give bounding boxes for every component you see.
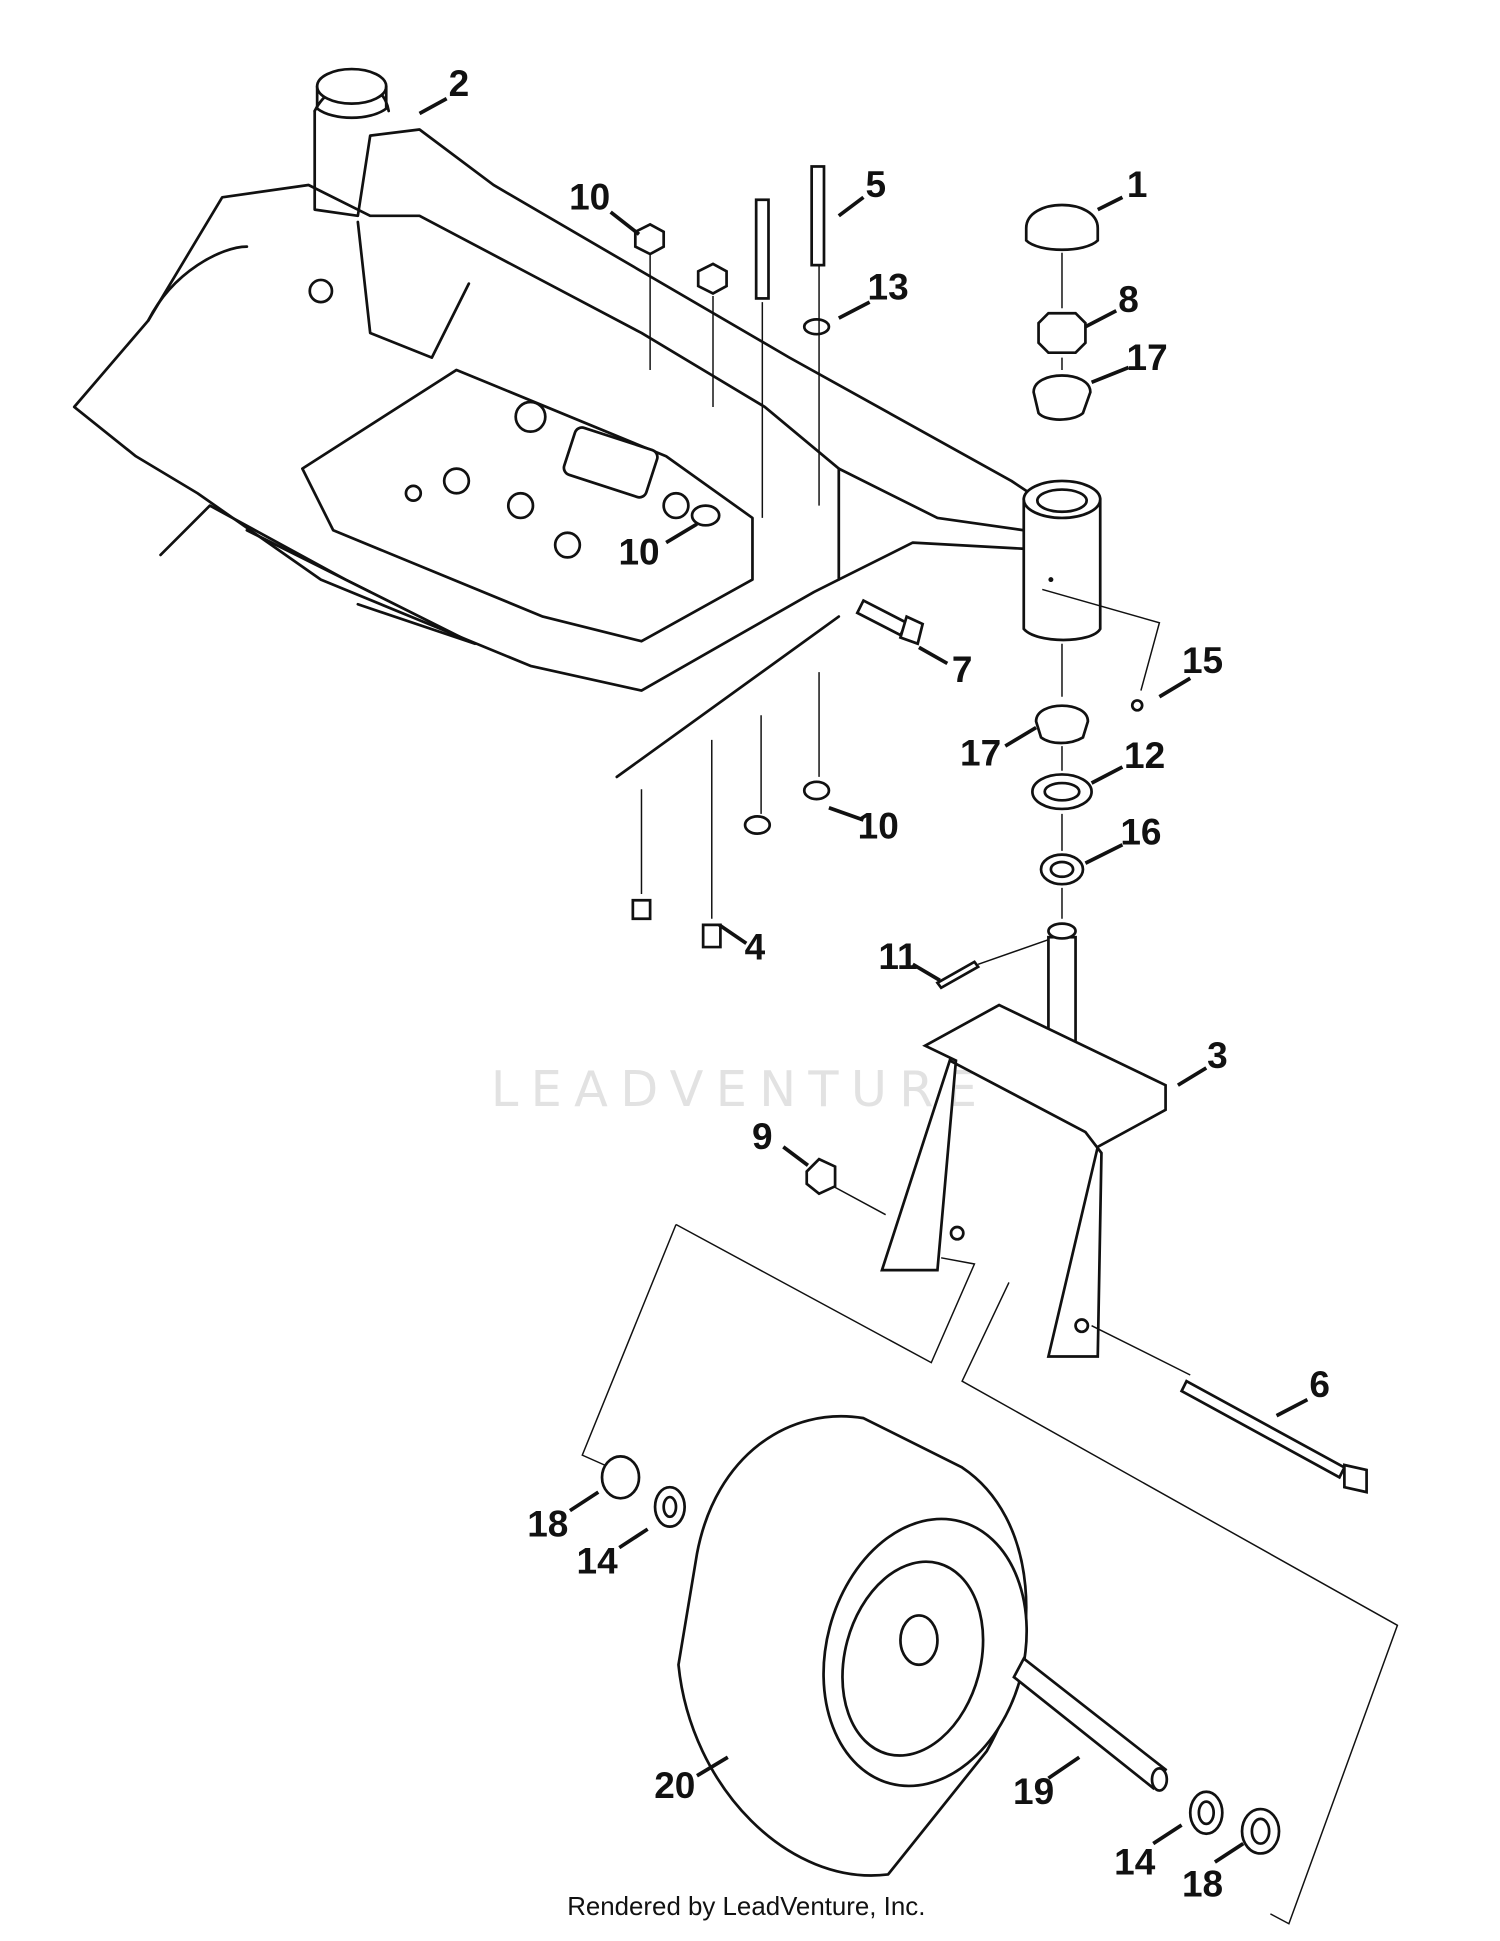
callout-17[interactable]: 17 xyxy=(960,733,1001,774)
callout-leader xyxy=(837,300,871,320)
frame-assembly xyxy=(72,67,1032,779)
callout-leader xyxy=(418,97,448,116)
callout-7[interactable]: 7 xyxy=(952,649,973,690)
callout-leader xyxy=(1084,309,1118,329)
callout-5[interactable]: 5 xyxy=(865,164,886,205)
callout-leader xyxy=(1158,676,1192,699)
callout-2[interactable]: 2 xyxy=(449,63,470,104)
callout-20[interactable]: 20 xyxy=(654,1765,695,1806)
callout-leader xyxy=(1152,1823,1183,1846)
callout-14[interactable]: 14 xyxy=(1114,1841,1156,1882)
callout-1[interactable]: 1 xyxy=(1127,164,1148,205)
callout-8[interactable]: 8 xyxy=(1118,279,1139,320)
wheel-assembly xyxy=(600,1414,1281,1877)
callout-10[interactable]: 10 xyxy=(858,805,899,846)
callout-3[interactable]: 3 xyxy=(1207,1035,1228,1076)
callout-leader xyxy=(568,1490,600,1513)
callout-17[interactable]: 17 xyxy=(1127,337,1168,378)
callout-10[interactable]: 10 xyxy=(618,532,659,573)
callout-4[interactable]: 4 xyxy=(745,926,766,967)
callout-6[interactable]: 6 xyxy=(1309,1364,1330,1405)
callout-18[interactable]: 18 xyxy=(527,1503,568,1544)
callout-leader xyxy=(911,962,941,982)
callout-leader xyxy=(837,195,865,218)
callout-19[interactable]: 19 xyxy=(1013,1771,1054,1812)
callout-leader xyxy=(665,522,698,545)
footer-credit: Rendered by LeadVenture, Inc. xyxy=(567,1893,925,1921)
callout-leader xyxy=(618,1527,649,1550)
callout-leader xyxy=(718,923,748,945)
caster-fork xyxy=(581,922,1399,1925)
callout-11[interactable]: 11 xyxy=(878,936,917,977)
callout-leader xyxy=(918,645,949,666)
callout-15[interactable]: 15 xyxy=(1182,640,1223,681)
callout-leader xyxy=(828,805,865,822)
callout-leader xyxy=(1090,365,1130,384)
callout-leader xyxy=(696,1755,729,1778)
callout-leader xyxy=(1275,1397,1309,1418)
callout-12[interactable]: 12 xyxy=(1124,735,1165,776)
caster-pivot-tube xyxy=(1022,479,1161,691)
callout-16[interactable]: 16 xyxy=(1120,812,1161,853)
hardware xyxy=(631,165,1144,990)
callout-leader xyxy=(1090,765,1124,785)
callout-18[interactable]: 18 xyxy=(1182,1864,1223,1905)
callout-9[interactable]: 9 xyxy=(752,1116,773,1157)
callout-leader xyxy=(1084,843,1124,865)
callout-10[interactable]: 10 xyxy=(569,177,610,218)
callout-leader xyxy=(1004,725,1038,748)
callout-leader xyxy=(782,1145,810,1167)
callout-leader xyxy=(1176,1066,1208,1087)
callout-leader xyxy=(1047,1755,1081,1780)
callout-leader xyxy=(1096,195,1124,212)
callout-13[interactable]: 13 xyxy=(868,267,909,308)
callout-leader xyxy=(609,210,641,236)
callout-leader xyxy=(1213,1842,1245,1864)
callout-14[interactable]: 14 xyxy=(577,1540,619,1581)
watermark: LEADVENTURE xyxy=(491,1060,990,1118)
